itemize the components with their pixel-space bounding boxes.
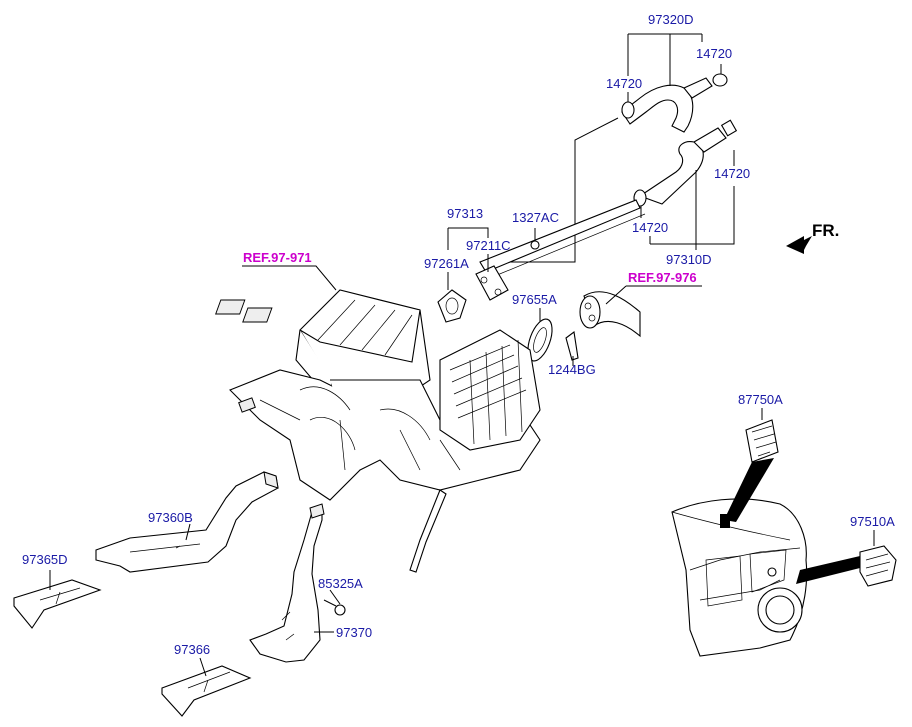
reference-97-971[interactable]: REF.97-971: [243, 250, 312, 265]
label-1244BG: 1244BG: [548, 362, 596, 377]
leader-lines: [49, 33, 875, 677]
label-97313: 97313: [447, 206, 483, 221]
label-97370: 97370: [336, 625, 372, 640]
nut-1327AC[interactable]: [530, 240, 540, 250]
screw-85325A[interactable]: [323, 599, 346, 616]
expansion-valve-pipes: [579, 291, 641, 338]
side-vent-97510A[interactable]: [796, 545, 897, 587]
front-direction-label: FR.: [812, 221, 839, 240]
heater-pipe: [479, 199, 641, 273]
label-14720-c: 14720: [714, 166, 750, 181]
heater-hose-upper[interactable]: [621, 73, 728, 133]
heater-pipe-edge: [489, 213, 646, 279]
label-97261A: 97261A: [424, 256, 469, 271]
label-1327AC: 1327AC: [512, 210, 559, 225]
forward-arrow-icon: [786, 236, 812, 254]
duct-97360B[interactable]: [95, 471, 279, 573]
label-97510A: 97510A: [850, 514, 895, 529]
reference-97-976[interactable]: REF.97-976: [628, 270, 697, 285]
label-85325A: 85325A: [318, 576, 363, 591]
seal-97655A[interactable]: [523, 316, 557, 364]
heater-hose-lower[interactable]: [633, 119, 738, 207]
vehicle-outline: [671, 498, 808, 657]
duct-97370[interactable]: [249, 503, 325, 663]
gasket-97261A[interactable]: [437, 289, 467, 323]
label-14720-a: 14720: [696, 46, 732, 61]
cowl-vent-87750A[interactable]: [720, 419, 779, 528]
label-97320D: 97320D: [648, 12, 694, 27]
heater-blower-unit[interactable]: [215, 289, 541, 573]
vent-97365D[interactable]: [13, 579, 102, 629]
label-97310D: 97310D: [666, 252, 712, 267]
label-97211C: 97211C: [466, 238, 511, 253]
gasket-97211C[interactable]: [475, 265, 509, 301]
vent-97366[interactable]: [161, 665, 252, 717]
label-97655A: 97655A: [512, 292, 557, 307]
label-14720-b: 14720: [606, 76, 642, 91]
label-87750A: 87750A: [738, 392, 783, 407]
leader-97320D-pipe: [480, 117, 619, 263]
bolt-1244BG[interactable]: [565, 331, 579, 361]
label-97365D: 97365D: [22, 552, 68, 567]
label-14720-d: 14720: [632, 220, 668, 235]
label-97366: 97366: [174, 642, 210, 657]
label-97360B: 97360B: [148, 510, 193, 525]
